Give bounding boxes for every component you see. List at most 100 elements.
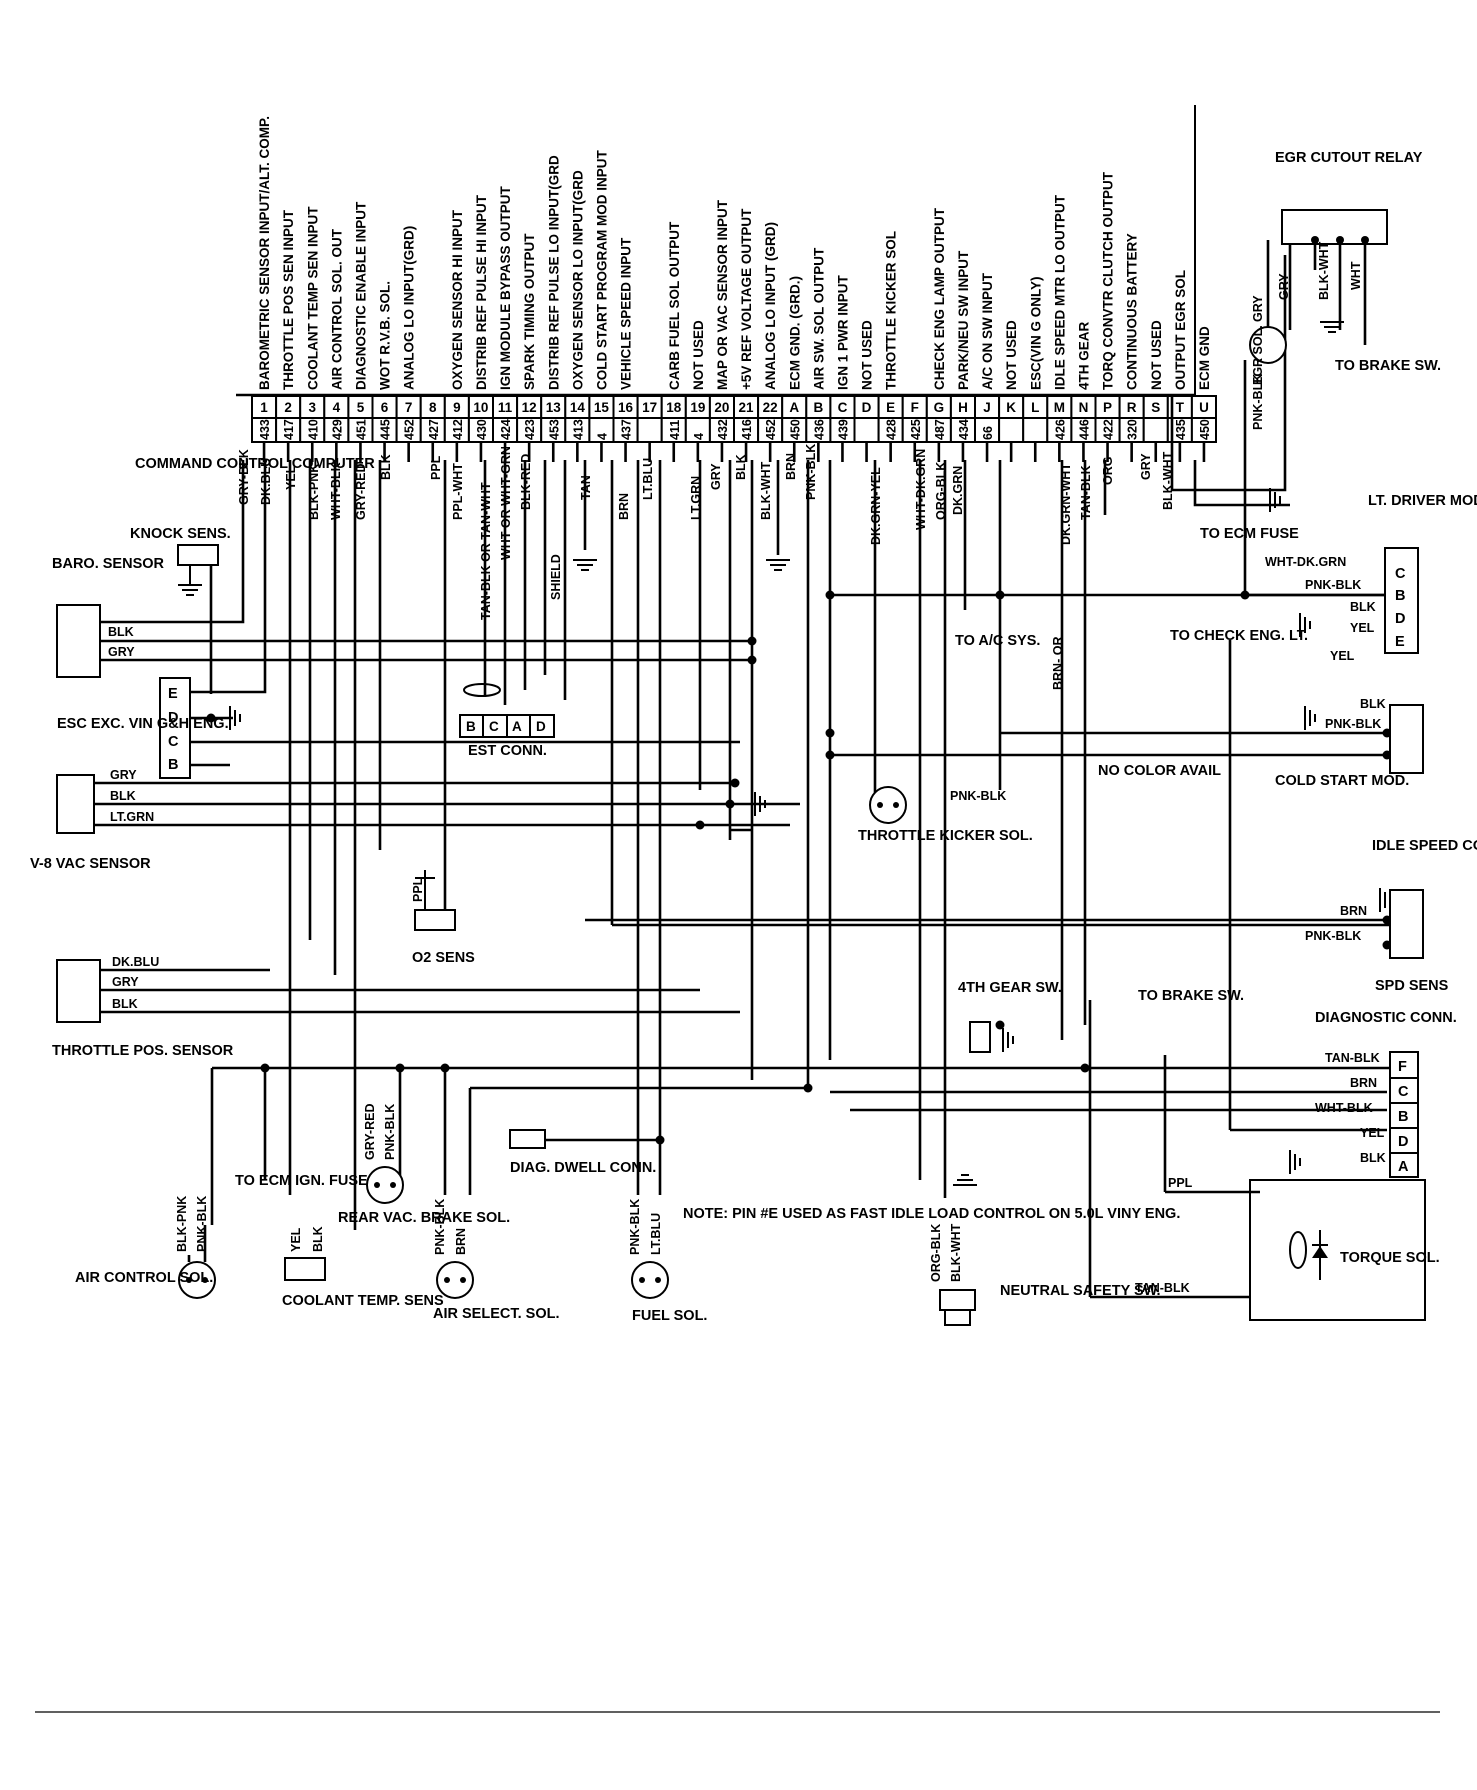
junction-dots xyxy=(206,590,1392,1145)
circuit-number: 452 xyxy=(764,419,778,440)
pin-number: 5 xyxy=(357,400,365,415)
pin-function: ECM GND xyxy=(1197,326,1212,390)
pin-function: ANALOG LO INPUT(GRD) xyxy=(402,226,417,390)
circuit-number: 430 xyxy=(475,419,489,440)
ltd-pin-c: C xyxy=(1395,566,1406,582)
est-pin-d: D xyxy=(536,719,546,734)
wire-color-label: SHIELD xyxy=(549,554,563,600)
csm-wire-2: PNK-BLK xyxy=(1325,717,1381,731)
diag-pin-a: A xyxy=(1398,1159,1409,1175)
pin-number: N xyxy=(1079,400,1089,415)
right-wire-labels: WHT-DK.GRN PNK-BLK BLK YEL YEL BLK PNK-B… xyxy=(950,555,1386,1295)
pin-function: PARK/NEU SW INPUT xyxy=(956,250,971,390)
circuit-number: 450 xyxy=(1198,419,1212,440)
circuit-number: 429 xyxy=(330,419,344,440)
circuit-number: 424 xyxy=(499,419,513,440)
pin-number: M xyxy=(1054,400,1065,415)
baro-wire-blk: BLK xyxy=(108,625,134,639)
circuit-number: 413 xyxy=(571,419,585,440)
label-to-ecm-ign-fuse: TO ECM IGN. FUSE xyxy=(235,1173,368,1189)
label-fuel-sol: FUEL SOL. xyxy=(632,1308,707,1324)
fs-wire-2: LT.BLU xyxy=(649,1213,663,1255)
circuit-number: 416 xyxy=(740,419,754,440)
isc-wire-1: BRN xyxy=(1340,904,1367,918)
wire-color-label: BLK xyxy=(734,454,748,480)
label-esc: ESC EXC. VIN G&H ENG. xyxy=(57,716,229,732)
pin-number: 13 xyxy=(546,400,562,415)
pin-function: NOT USED xyxy=(691,320,706,390)
est-pin-b: B xyxy=(466,719,476,734)
pin-function: IGN 1 PWR INPUT xyxy=(835,274,850,390)
pin-function: DISTRIB REF PULSE LO INPUT(GRD xyxy=(546,155,561,390)
pin-number: 19 xyxy=(690,400,705,415)
egr-wire-1: PNK-BLK xyxy=(1251,374,1265,430)
component-labels: COMMAND CONTROL COMPUTER KNOCK SENS. BAR… xyxy=(30,150,1477,1324)
pin-number: D xyxy=(862,400,872,415)
pin-function: CONTINUOUS BATTERY xyxy=(1125,233,1140,390)
label-vac-sensor: V-8 VAC SENSOR xyxy=(30,856,151,872)
label-to-check-eng-lt: TO CHECK ENG. LT. xyxy=(1170,628,1308,644)
pin-function: TORQ CONVTR CLUTCH OUTPUT xyxy=(1101,171,1116,390)
label-air-select-sol: AIR SELECT. SOL. xyxy=(433,1306,560,1322)
circuit-number: 427 xyxy=(427,419,441,440)
relay-wire-2: BLK-WHT xyxy=(1317,241,1331,300)
ground-symbols xyxy=(229,321,1391,1186)
pin-number: 10 xyxy=(473,400,488,415)
pin-function: A/C ON SW INPUT xyxy=(980,272,995,390)
diag-wire-3: WHT-BLK xyxy=(1315,1101,1373,1115)
pin-function: OXYGEN SENSOR HI INPUT xyxy=(450,209,465,390)
pin-number: 20 xyxy=(714,400,729,415)
pin-number: S xyxy=(1151,400,1160,415)
circuit-number: 452 xyxy=(403,419,417,440)
isc-wire-2: PNK-BLK xyxy=(1305,929,1361,943)
pin-function: IGN MODULE BYPASS OUTPUT xyxy=(498,185,513,390)
label-knock-sens: KNOCK SENS. xyxy=(130,526,231,542)
pin-function: OXYGEN SENSOR LO INPUT(GRD xyxy=(570,170,585,390)
diag-pin-b: B xyxy=(1398,1109,1408,1125)
pin-function: MAP OR VAC SENSOR INPUT xyxy=(715,199,730,390)
label-lt-driver-module: LT. DRIVER MODULE xyxy=(1368,493,1477,509)
esc-pin-b: B xyxy=(168,757,178,773)
diag-pin-f: F xyxy=(1398,1059,1407,1075)
relay-wire-3: WHT xyxy=(1349,261,1363,290)
label-to-ac-sys: TO A/C SYS. xyxy=(955,633,1040,649)
diag-wire-5: BLK xyxy=(1360,1151,1386,1165)
rvb-wire-2: PNK-BLK xyxy=(383,1104,397,1160)
torque-solenoid xyxy=(1249,1179,1426,1321)
air-control-solenoid xyxy=(178,1225,216,1299)
baro-sensor-connector: BLK GRY xyxy=(56,604,135,678)
label-to-brake-sw: TO BRAKE SW. xyxy=(1335,358,1441,374)
wire-color-label: PNK-BLK xyxy=(804,444,818,500)
circuit-number: 426 xyxy=(1053,419,1067,440)
pin-function: OUTPUT EGR SOL xyxy=(1173,270,1188,390)
est-pin-c: C xyxy=(489,719,499,734)
pin-function: COLD START PROGRAM MOD INPUT xyxy=(594,150,609,390)
label-air-control-sol: AIR CONTROL SOL. xyxy=(75,1270,213,1286)
esc-pin-c: C xyxy=(168,734,179,750)
pin-number: 8 xyxy=(429,400,437,415)
label-note: NOTE: PIN #E USED AS FAST IDLE LOAD CONT… xyxy=(683,1206,1180,1222)
pin-number: 1 xyxy=(260,400,268,415)
circuit-number: 425 xyxy=(909,419,923,440)
pin-number: 3 xyxy=(308,400,316,415)
circuit-number: 453 xyxy=(547,419,561,440)
pin-function: BAROMETRIC SENSOR INPUT/ALT. COMP. xyxy=(257,116,272,390)
fuel-solenoid xyxy=(631,1261,669,1299)
circuit-number: 4 xyxy=(692,433,706,440)
tps-wire-gry: GRY xyxy=(112,975,139,989)
rear-vac-brake-solenoid xyxy=(366,1166,404,1204)
pin-number: 15 xyxy=(594,400,610,415)
ltd-wire-4: YEL xyxy=(1350,621,1375,635)
knock-sensor xyxy=(177,544,219,596)
label-to-brake-sw-2: TO BRAKE SW. xyxy=(1138,988,1244,1004)
tps-wire-blk: BLK xyxy=(112,997,138,1011)
pin-function: NOT USED xyxy=(1004,320,1019,390)
pin-function: AIR CONTROL SOL. OUT xyxy=(329,228,344,390)
ltd-pin-e: E xyxy=(1395,634,1405,650)
label-baro-sensor: BARO. SENSOR xyxy=(52,556,165,572)
ecm-wire-drops xyxy=(262,442,1206,462)
circuit-number: 4 xyxy=(595,433,609,440)
wire-color-label: BLK-WHT xyxy=(759,461,773,520)
wire-color-label: PPL xyxy=(429,455,443,480)
